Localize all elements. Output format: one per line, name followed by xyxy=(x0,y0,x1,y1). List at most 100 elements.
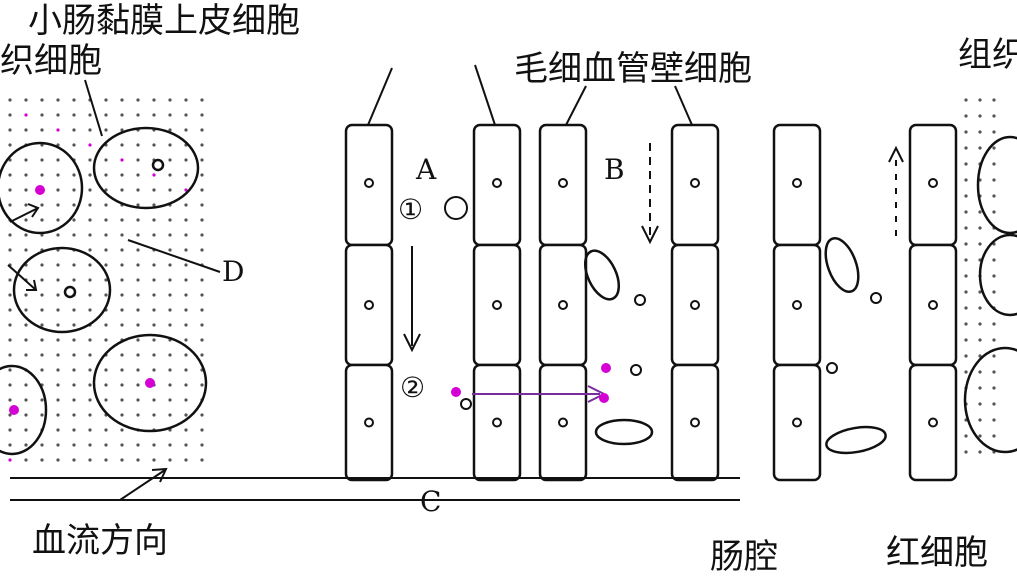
fluid-dot xyxy=(168,383,172,387)
tissue-cell xyxy=(92,333,208,433)
fluid-dot xyxy=(104,98,108,102)
fluid-dot xyxy=(56,368,60,372)
fluid-dot xyxy=(200,128,204,132)
fluid-dot xyxy=(992,354,996,358)
fluid-dot xyxy=(56,353,60,357)
fluid-dot xyxy=(184,218,188,222)
cell-columns xyxy=(344,123,958,482)
arrow-B xyxy=(641,143,659,245)
fluid-dot xyxy=(184,188,188,192)
fluid-dot xyxy=(964,258,968,262)
fluid-dot xyxy=(72,143,76,147)
cell xyxy=(772,363,822,482)
fluid-dot xyxy=(184,443,188,447)
fluid-dot xyxy=(8,353,12,357)
fluid-dot xyxy=(136,458,140,462)
fluid-dot xyxy=(184,458,188,462)
fluid-dot xyxy=(184,323,188,327)
fluid-dot xyxy=(152,233,156,237)
fluid-dot xyxy=(104,203,108,207)
fluid-dot xyxy=(136,338,140,342)
cell-nucleus xyxy=(9,405,19,415)
fluid-dot xyxy=(24,428,28,432)
fluid-dot xyxy=(72,323,76,327)
fluid-dot xyxy=(120,308,124,312)
fluid-dot xyxy=(136,443,140,447)
fluid-dot xyxy=(104,278,108,282)
fluid-dot xyxy=(168,413,172,417)
label-D: D xyxy=(222,255,245,288)
fluid-dot xyxy=(56,218,60,222)
fluid-dot xyxy=(136,158,140,162)
fluid-dot xyxy=(152,263,156,267)
fluid-dot xyxy=(104,173,108,177)
label-2: ② xyxy=(400,371,426,404)
fluid-dot xyxy=(72,263,76,267)
cell xyxy=(670,123,720,247)
fluid-dot xyxy=(120,218,124,222)
fluid-dot xyxy=(184,158,188,162)
fluid-dot xyxy=(184,233,188,237)
fluid-dot xyxy=(200,248,204,252)
fluid-dot xyxy=(40,458,44,462)
fluid-dot xyxy=(24,308,28,312)
fluid-dot xyxy=(72,428,76,432)
cell xyxy=(344,243,394,367)
fluid-dot xyxy=(964,98,968,102)
fluid-dot xyxy=(72,278,76,282)
fluid-dot xyxy=(992,434,996,438)
fluid-dot xyxy=(72,233,76,237)
capillary-wall-label: 毛细血管壁细胞 xyxy=(514,49,752,89)
fluid-dot xyxy=(8,458,12,462)
label-1: ① xyxy=(398,193,424,226)
fluid-dot xyxy=(978,338,982,342)
fluid-dot xyxy=(992,386,996,390)
fluid-dot xyxy=(184,413,188,417)
fluid-dot xyxy=(24,398,28,402)
fluid-dot xyxy=(72,113,76,117)
cell-nucleus xyxy=(792,178,802,188)
fluid-dot xyxy=(120,353,124,357)
red-blood-cell-label: 红细胞 xyxy=(886,533,988,573)
fluid-dot xyxy=(56,128,60,132)
fluid-dot xyxy=(8,143,12,147)
fluid-dot xyxy=(992,322,996,326)
fluid-dot xyxy=(200,233,204,237)
fluid-dot xyxy=(120,368,124,372)
fluid-dot xyxy=(56,293,60,297)
fluid-dot xyxy=(964,146,968,150)
fluid-dot xyxy=(168,218,172,222)
fluid-dot xyxy=(152,293,156,297)
fluid-dot xyxy=(88,398,92,402)
fluid-dot xyxy=(120,263,124,267)
fluid-dot xyxy=(964,274,968,278)
fluid-dot xyxy=(40,353,44,357)
fluid-dot xyxy=(200,428,204,432)
fluid-dot xyxy=(72,308,76,312)
fluid-dot xyxy=(104,128,108,132)
fluid-dot xyxy=(104,158,108,162)
fluid-dot xyxy=(40,113,44,117)
fluid-dot xyxy=(136,323,140,327)
fluid-dot xyxy=(8,188,12,192)
fluid-dot xyxy=(992,370,996,374)
fluid-dot xyxy=(120,398,124,402)
fluid-dot xyxy=(168,353,172,357)
cell xyxy=(472,243,522,367)
fluid-dot xyxy=(72,173,76,177)
fluid-dot xyxy=(40,413,44,417)
fluid-dot xyxy=(184,248,188,252)
fluid-dot xyxy=(136,173,140,177)
fluid-dot xyxy=(168,98,172,102)
cell xyxy=(472,363,522,482)
fluid-dot xyxy=(8,338,12,342)
fluid-dot xyxy=(104,113,108,117)
fluid-dot xyxy=(56,308,60,312)
fluid-dot xyxy=(104,428,108,432)
fluid-dot xyxy=(24,233,28,237)
fluid-dot xyxy=(104,263,108,267)
fluid-dot xyxy=(120,188,124,192)
fluid-dot xyxy=(40,218,44,222)
fluid-dot xyxy=(168,233,172,237)
